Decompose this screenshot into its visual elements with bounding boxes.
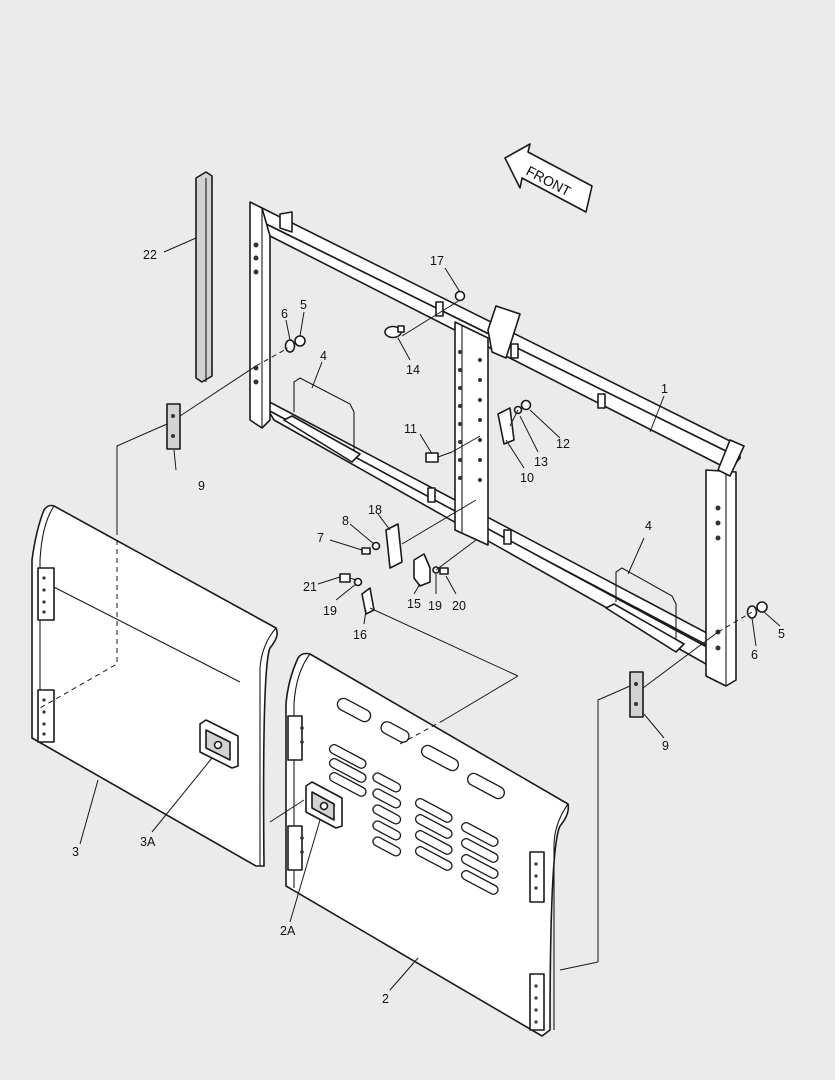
callout-8: 8 <box>342 514 349 528</box>
striker-part-16 <box>361 587 375 615</box>
callout-1: 1 <box>661 382 668 396</box>
callout-18: 18 <box>368 503 382 517</box>
callout-10: 10 <box>520 471 534 485</box>
hinge-left-lower <box>37 689 55 743</box>
door-part-2 <box>285 652 570 1037</box>
alignment-lines <box>39 299 753 971</box>
screw-part-20 <box>439 567 449 575</box>
callout-9-left: 9 <box>198 479 205 493</box>
handle-part-4-right <box>605 567 685 653</box>
seal-strip-part-22 <box>195 171 213 383</box>
callout-14: 14 <box>406 363 420 377</box>
hinge-right-door-edge-lower <box>529 973 545 1031</box>
callout-2: 2 <box>382 992 389 1006</box>
callout-19-right: 19 <box>428 599 442 613</box>
bracket-part-10 <box>497 407 515 445</box>
latch-handle-part-3a <box>199 719 239 769</box>
callout-4-left: 4 <box>320 349 327 363</box>
callout-3a: 3A <box>140 835 156 849</box>
callout-12: 12 <box>556 437 570 451</box>
spacer-part-9-right <box>629 671 644 718</box>
frame-part-1 <box>249 201 745 687</box>
bumper-part-14 <box>384 325 405 339</box>
hinge-right-door-upper-b <box>287 825 304 871</box>
hinge-left-upper <box>37 567 55 621</box>
door-vent-slots <box>328 697 506 895</box>
callout-6-right: 6 <box>751 648 758 662</box>
callout-2a: 2A <box>280 924 296 938</box>
callout-13: 13 <box>534 455 548 469</box>
washer-nut-part-12-13 <box>513 399 532 415</box>
callout-leaders <box>79 237 781 991</box>
callout-20: 20 <box>452 599 466 613</box>
front-direction-arrow: FRONT <box>504 143 593 213</box>
callout-3: 3 <box>72 845 79 859</box>
callout-9-right: 9 <box>662 739 669 753</box>
callout-5-left: 5 <box>300 298 307 312</box>
callout-22: 22 <box>143 248 157 262</box>
bolt-part-11 <box>425 451 453 463</box>
callout-17: 17 <box>430 254 444 268</box>
hinge-right-door-upper-a <box>287 715 304 761</box>
nut-part-17 <box>454 290 466 302</box>
callout-15: 15 <box>407 597 421 611</box>
callout-21: 21 <box>303 580 317 594</box>
callout-19-left: 19 <box>323 604 337 618</box>
callout-11: 11 <box>404 422 417 436</box>
door-part-3 <box>31 504 278 867</box>
callout-7: 7 <box>317 531 324 545</box>
latch-plate-part-18 <box>385 523 403 569</box>
latch-part-15 <box>413 553 440 587</box>
latch-handle-part-2a <box>305 781 343 829</box>
handle-part-4-left <box>283 377 361 463</box>
callout-16: 16 <box>353 628 367 642</box>
callout-6-left: 6 <box>281 307 288 321</box>
callout-5-right: 5 <box>778 627 785 641</box>
bolt-washer-part-7-8 <box>361 541 381 555</box>
callout-labels: 22 1 17 5 6 4 14 11 12 13 10 9 8 18 7 4 … <box>72 248 785 1006</box>
spacer-part-9-left <box>166 403 181 450</box>
hinge-right-door-edge-upper <box>529 851 545 903</box>
washer-nut-part-5-6-right <box>746 601 768 619</box>
washer-nut-part-5-6-left <box>284 335 306 353</box>
callout-4-right: 4 <box>645 519 652 533</box>
bolt-washer-part-21-19 <box>339 573 363 587</box>
